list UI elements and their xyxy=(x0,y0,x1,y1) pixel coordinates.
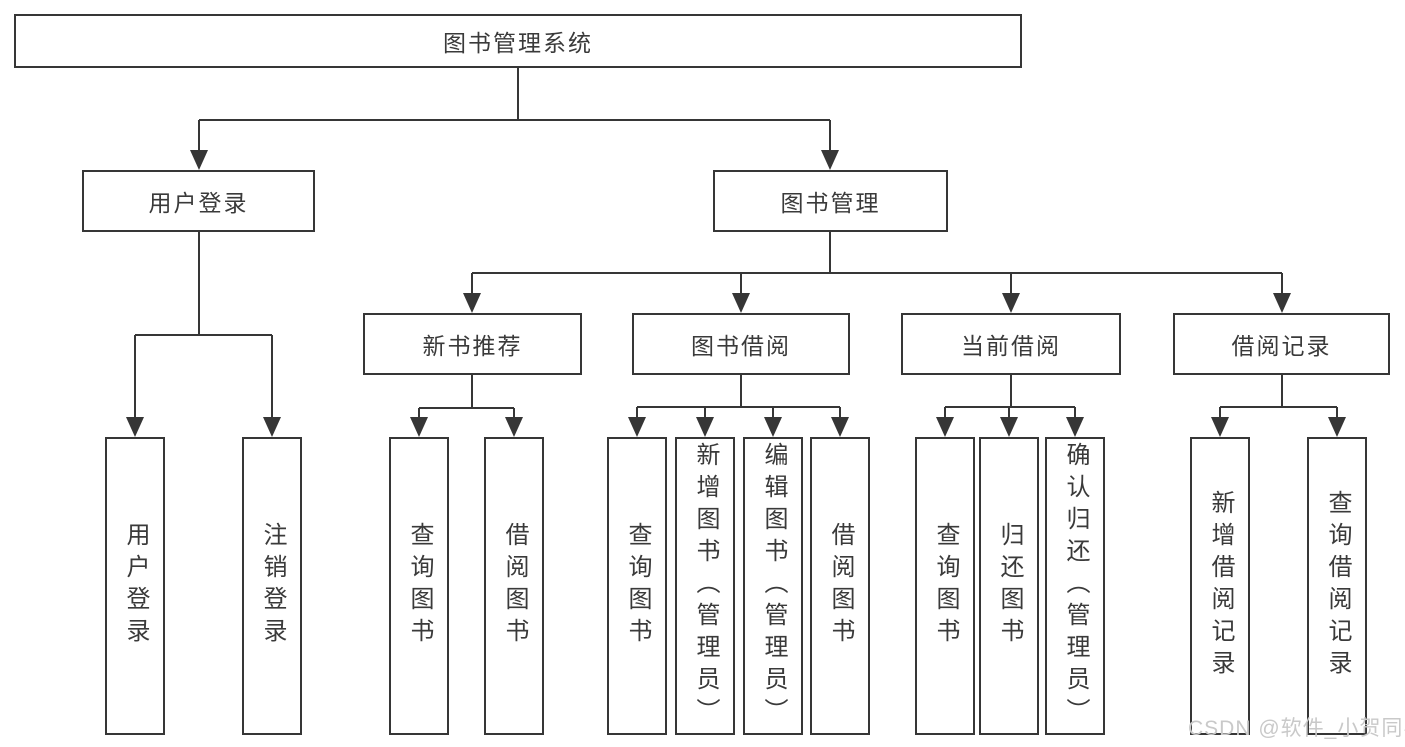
leaf-user-login-label: 用户登录 xyxy=(122,522,149,650)
connector-new-book-to-leaves xyxy=(410,375,523,437)
node-current-borrow: 当前借阅 xyxy=(901,313,1121,375)
leaf-borrow-books-1: 借阅图书 xyxy=(484,437,544,735)
leaf-add-borrow-record-label: 新增借阅记录 xyxy=(1207,490,1234,682)
leaf-add-books-admin: 新增图书（管理员） xyxy=(675,437,735,735)
leaf-user-login: 用户登录 xyxy=(105,437,165,735)
node-new-book-recommend: 新书推荐 xyxy=(363,313,582,375)
leaf-add-borrow-record: 新增借阅记录 xyxy=(1190,437,1250,735)
node-book-borrow: 图书借阅 xyxy=(632,313,850,375)
node-book-management: 图书管理 xyxy=(713,170,948,232)
leaf-logout: 注销登录 xyxy=(242,437,302,735)
node-root-library-system: 图书管理系统 xyxy=(14,14,1022,68)
node-borrow-records: 借阅记录 xyxy=(1173,313,1390,375)
connector-current-borrow-to-leaves xyxy=(936,375,1084,437)
leaf-edit-books-admin: 编辑图书（管理员） xyxy=(743,437,803,735)
connector-root-to-level2 xyxy=(190,68,839,170)
leaf-logout-label: 注销登录 xyxy=(259,522,286,650)
node-root-label: 图书管理系统 xyxy=(443,30,593,56)
leaf-add-books-admin-label: 新增图书（管理员） xyxy=(692,442,719,730)
node-borrow-records-label: 借阅记录 xyxy=(1231,333,1332,359)
leaf-query-books-2-label: 查询图书 xyxy=(624,522,651,650)
leaf-confirm-return-admin: 确认归还（管理员） xyxy=(1045,437,1105,735)
leaf-query-books-3: 查询图书 xyxy=(915,437,975,735)
leaf-query-borrow-record-label: 查询借阅记录 xyxy=(1324,490,1351,682)
csdn-watermark: CSDN @软件_小贺同学 xyxy=(1188,717,1405,740)
leaf-return-books-label: 归还图书 xyxy=(996,522,1023,650)
leaf-borrow-books-2: 借阅图书 xyxy=(810,437,870,735)
node-user-login: 用户登录 xyxy=(82,170,315,232)
leaf-return-books: 归还图书 xyxy=(979,437,1039,735)
node-book-borrow-label: 图书借阅 xyxy=(691,333,791,359)
leaf-query-books-1: 查询图书 xyxy=(389,437,449,735)
node-new-book-recommend-label: 新书推荐 xyxy=(422,333,523,359)
leaf-edit-books-admin-label: 编辑图书（管理员） xyxy=(760,442,787,730)
leaf-borrow-books-2-label: 借阅图书 xyxy=(827,522,854,650)
leaf-query-books-3-label: 查询图书 xyxy=(932,522,959,650)
node-book-management-label: 图书管理 xyxy=(780,190,881,216)
node-current-borrow-label: 当前借阅 xyxy=(961,333,1061,359)
connector-book-mgmt-to-level3 xyxy=(463,232,1291,313)
leaf-query-borrow-record: 查询借阅记录 xyxy=(1307,437,1367,735)
connector-borrow-records-to-leaves xyxy=(1211,375,1346,437)
node-user-login-label: 用户登录 xyxy=(148,190,249,216)
connector-book-borrow-to-leaves xyxy=(628,375,849,437)
leaf-confirm-return-admin-label: 确认归还（管理员） xyxy=(1062,442,1089,730)
connector-user-login-to-leaves xyxy=(126,232,281,437)
leaf-query-books-1-label: 查询图书 xyxy=(406,522,433,650)
leaf-borrow-books-1-label: 借阅图书 xyxy=(501,522,528,650)
leaf-query-books-2: 查询图书 xyxy=(607,437,667,735)
